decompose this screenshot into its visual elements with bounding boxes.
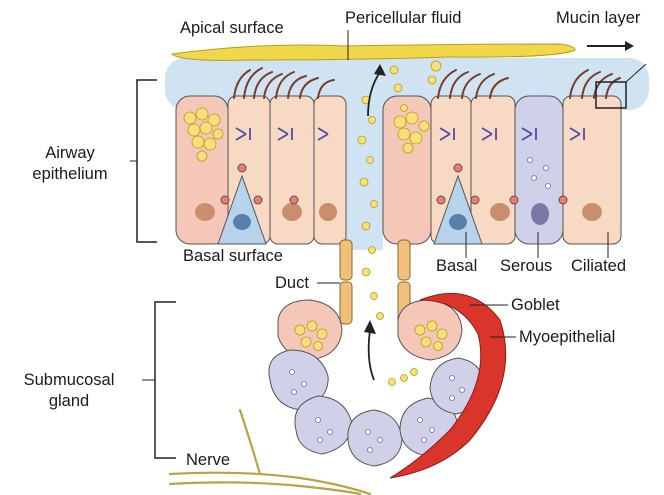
duct — [340, 240, 410, 324]
label-pericellular-fluid: Pericellular fluid — [345, 10, 461, 27]
epithelium-right — [383, 96, 621, 244]
label-basal-surface: Basal surface — [183, 248, 283, 265]
bracket-submucosal-gland — [155, 302, 176, 458]
label-basal: Basal — [436, 258, 477, 275]
label-apical-surface: Apical surface — [180, 20, 284, 37]
epithelium-left — [176, 96, 346, 244]
label-duct: Duct — [275, 275, 309, 292]
flow-arrow-icon — [587, 41, 634, 51]
label-serous: Serous — [500, 258, 552, 275]
label-airway-epithelium: Airway epithelium — [14, 143, 126, 185]
mucin-layer — [172, 44, 575, 60]
label-goblet: Goblet — [511, 297, 560, 314]
label-ciliated: Ciliated — [571, 258, 626, 275]
label-myoepithelial: Myoepithelial — [519, 329, 615, 346]
bracket-airway-epithelium — [137, 80, 157, 242]
label-mucin-layer: Mucin layer — [556, 10, 640, 27]
submucosal-gland — [269, 293, 506, 478]
label-submucosal-gland: Submucosal gland — [6, 370, 132, 412]
label-nerve: Nerve — [186, 452, 230, 469]
